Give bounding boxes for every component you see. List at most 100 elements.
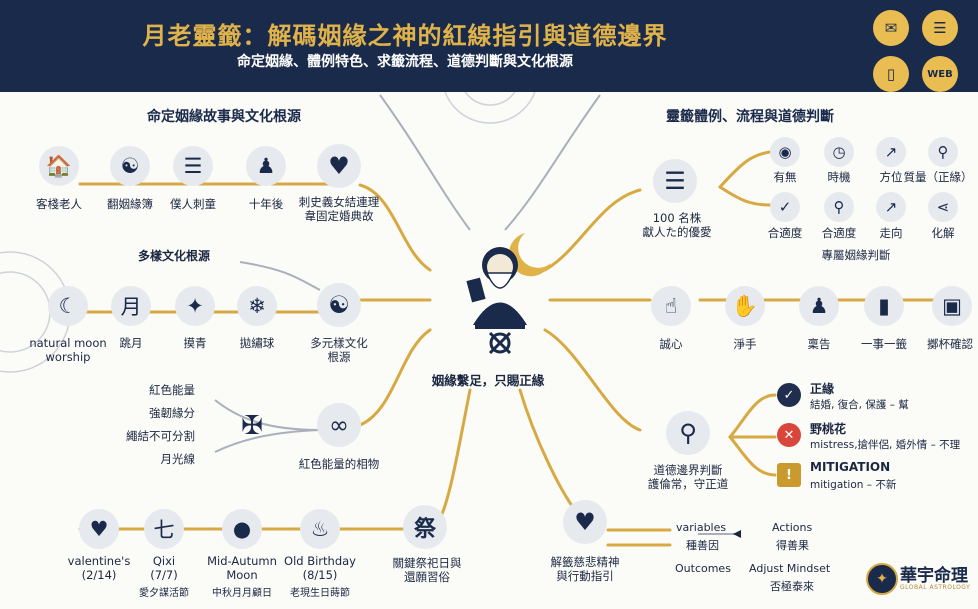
section-right-title: 靈籤體例、流程與道德判斷 [666,109,834,125]
cake-icon: ♨ [300,509,340,549]
culture-hub-label: 多元樣文化 根源 [310,336,368,364]
ethics-outcome-desc-1: 結婚, 復合, 保護 – 幫 [810,399,909,411]
full-moon-icon: ● [222,509,262,549]
compassion-actions-note: 得善果 [776,539,809,552]
culture-heading: 多樣文化根源 [138,249,211,263]
clock-icon: ◷ [824,137,854,167]
moon-icon: ☾ [48,286,88,326]
festival-note-2: 愛夕謀活節 [139,588,189,599]
story-hub-label: 刺史義女結連理 韋固定婚典故 [298,195,380,223]
process-label-3: 稟告 [807,337,831,351]
family-icon: ♟ [246,146,286,186]
redthread-hub-label: 紅色能量的相物 [298,457,380,471]
compassion-variables: variables [676,521,727,534]
compassion-mindset: Adjust Mindset [749,562,831,575]
message-icon[interactable]: ☰ [922,10,958,46]
header-bar: 月老靈籤：解碼姻緣之神的紅線指引與道德邊界 命定姻緣、體例特色、求籤流程、道德判… [0,0,978,92]
share-icon: ⋖ [928,192,958,222]
couple-icon: ♥ [317,144,361,188]
section-left-title: 命定姻緣故事與文化根源 [147,109,301,125]
old-man-reading-icon: ☯ [110,146,150,186]
lots-grid-caption: 專屬姻緣判斷 [821,248,891,262]
bamboo-sticks-icon: ☰ [653,159,697,203]
yin-yang-icon: ☯ [317,283,361,327]
redthread-item-1: 紅色能量 [149,383,195,397]
rope-knot-icon: ∞ [317,403,361,447]
arrow-icon: ↗ [876,192,906,222]
praying-hands-icon: ☝ [651,286,691,326]
x-circle-icon: ✕ [777,423,801,447]
lots-grid-label-4: 質量（正緣） [903,170,973,184]
chat-bubbles-icon[interactable]: ✉ [873,10,909,46]
festival-note-3: 中秋月月顧日 [212,588,272,599]
knot-icon: ✠ [241,411,263,441]
heart-hand-icon: ♥ [563,500,607,544]
culture-label-2: 跳月 [119,336,143,350]
single-stick-icon: ▮ [864,286,904,326]
redthread-item-3: 繩結不可分割 [126,429,195,443]
compassion-outcomes: Outcomes [675,562,731,575]
book-icon: ☰ [173,146,213,186]
blocks-icon: ▣ [932,286,972,326]
process-label-1: 誠心 [659,337,683,351]
lots-grid-label-5: 合適度 [767,226,803,240]
washing-hands-icon: ✋ [725,286,765,326]
web-icon[interactable]: WEB [922,56,958,92]
process-label-4: 一事一籤 [861,337,907,351]
ethics-outcome-desc-3: mitigation – 不新 [810,479,897,491]
qixi-icon: 七 [144,509,184,549]
compassion-mindset-note: 否極泰來 [770,580,814,593]
moon-character-icon: 月 [111,286,151,326]
compassion-variables-note: 種善因 [686,539,719,552]
hierarchy-icon: ⚲ [824,192,854,222]
story-label-1: 客棧老人 [36,197,82,211]
praying-person-icon: ♟ [799,286,839,326]
ethics-outcome-title-2: 野桃花 [810,422,847,436]
page-title: 月老靈籤：解碼姻緣之神的紅線指引與道德邊界 [142,22,668,50]
lots-grid-label-2: 時機 [827,170,851,184]
yuelao-old-man-icon [466,233,551,355]
inn-icon: 🏠 [39,146,79,186]
culture-label-3: 摸青 [183,336,207,350]
lots-grid-label-8: 化解 [931,226,955,240]
festival-label-2: Qixi (7/7) [150,554,178,582]
process-label-5: 擲杯確認 [927,337,973,351]
redthread-item-2: 強韌緣分 [149,406,195,420]
lots-grid-label-7: 走向 [879,226,903,240]
ethics-outcome-desc-2: mistress,搶伴侶, 婚外情 – 不理 [810,439,961,451]
check-circle-icon: ✓ [777,383,801,407]
center-label: 姻緣繫足，只賜正緣 [431,373,545,388]
story-label-4: 十年後 [248,197,284,211]
ji-character-icon: 祭 [403,505,447,549]
festival-label-3: Mid-Autumn Moon [207,554,277,582]
lots-grid-label-3: 方位 [879,170,903,184]
ethics-outcome-title-3: MITIGATION [810,460,891,474]
culture-label-4: 拋繡球 [239,336,275,350]
phone-icon[interactable]: ▯ [873,56,909,92]
lots-grid-label-1: 有無 [773,170,797,184]
check-icon: ✓ [770,192,800,222]
eye-icon: ◉ [770,137,800,167]
lots-grid-label-6: 合適度 [821,226,857,240]
embroidered-ball-icon: ❄ [237,286,277,326]
festival-note-4: 老現生日蒔節 [290,588,350,599]
festival-label-4: Old Birthday (8/15) [284,554,356,582]
festival-label-1: valentine's (2/14) [67,554,131,582]
brand-sub: GLOBAL ASTROLOGY [900,584,971,591]
ethics-outcome-title-1: 正緣 [810,382,835,396]
festival-hub-label: 關鍵祭祀日與 還願習俗 [392,556,462,584]
story-label-2: 翻姻緣簿 [107,197,153,211]
org-chart-icon: ⚲ [666,411,710,455]
heart-icon: ♥ [79,509,119,549]
lots-hub-label: 100 名株 獻人た的優愛 [642,211,712,239]
brand-seal-icon: ✦ [866,563,898,595]
compassion-hub-label: 解籤慈悲精神 與行動指引 [550,555,620,583]
process-label-2: 淨手 [733,337,757,351]
story-label-3: 僕人刺童 [170,197,216,211]
compass-icon: ↗ [876,137,906,167]
dancer-icon: ✦ [175,286,215,326]
search-icon: ⚲ [928,137,958,167]
page-subtitle: 命定姻緣、體例特色、求籤流程、道德判斷與文化根源 [237,54,573,70]
compassion-actions: Actions [772,521,813,534]
warning-icon: ! [777,463,801,487]
